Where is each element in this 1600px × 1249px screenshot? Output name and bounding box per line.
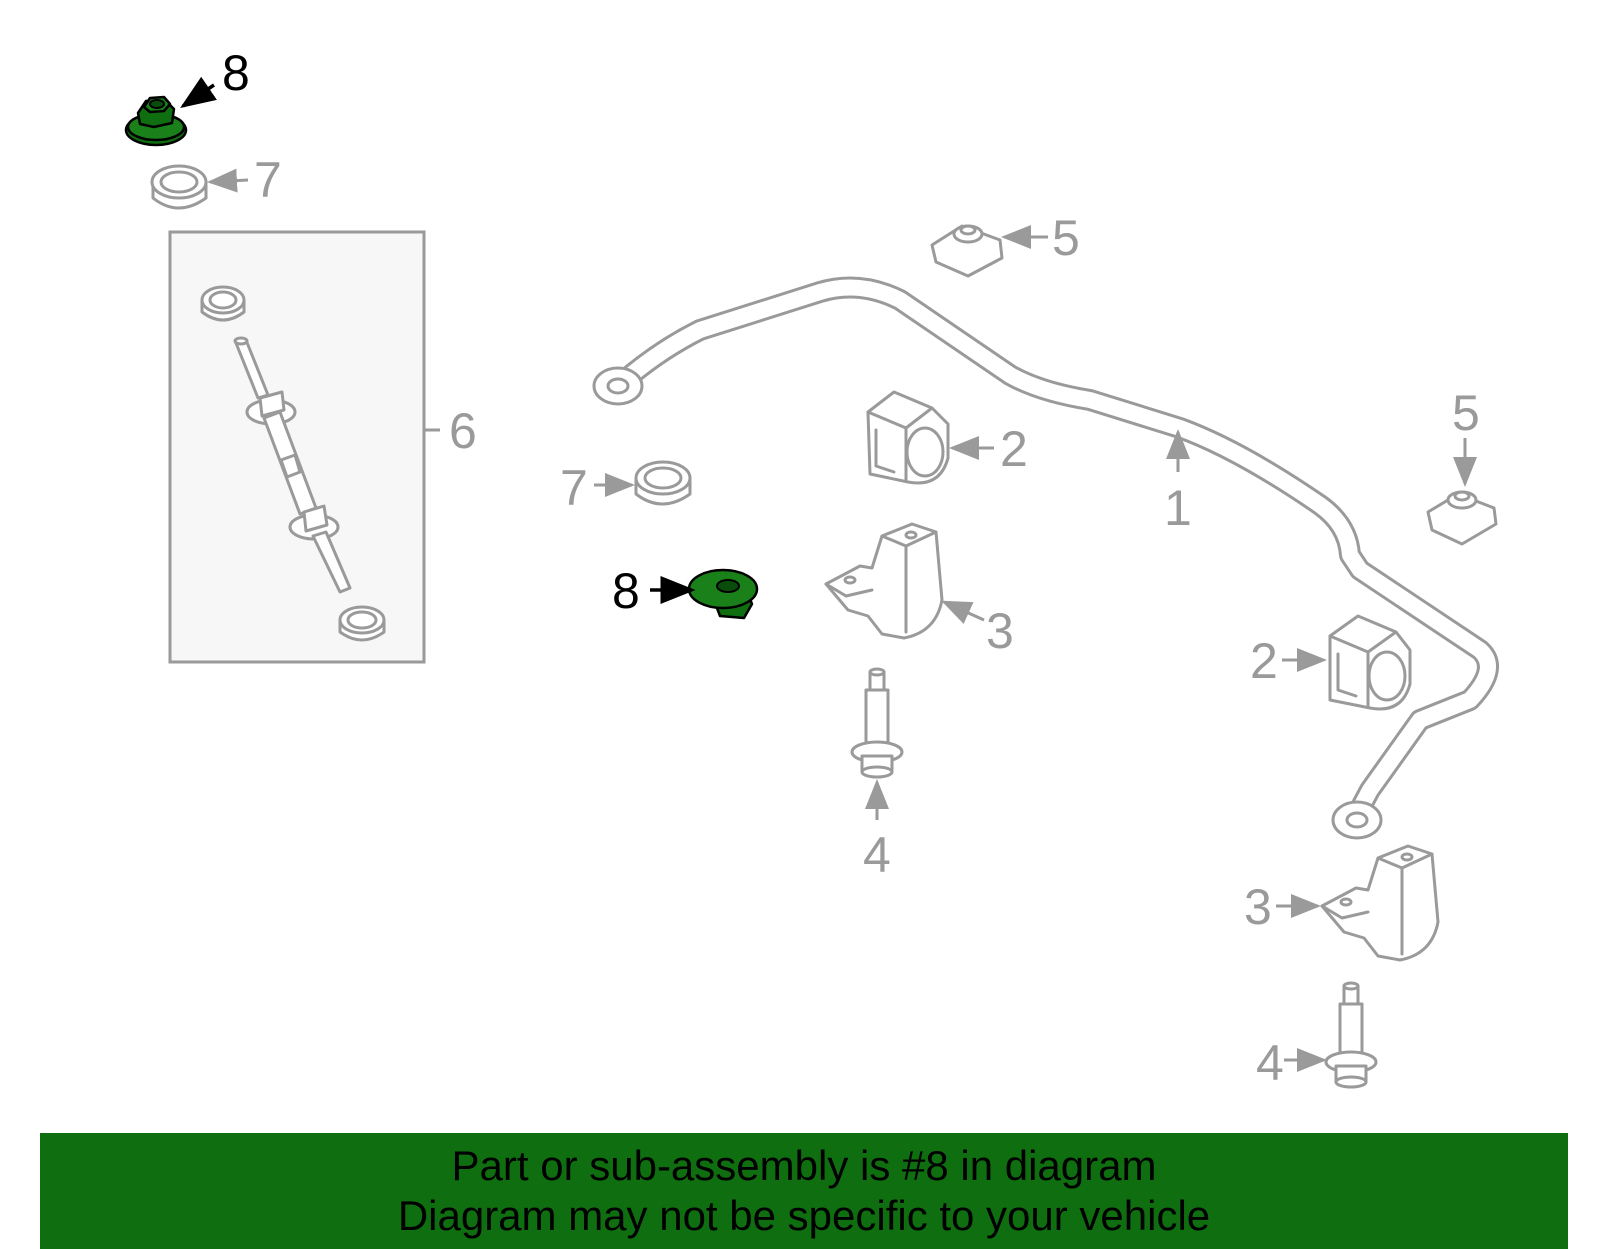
callout-3-upper: 3 xyxy=(986,603,1014,659)
callout-4-upper: 4 xyxy=(863,827,891,883)
banner-line-2: Diagram may not be specific to your vehi… xyxy=(397,1192,1211,1239)
nut-part-8-top[interactable] xyxy=(124,95,188,147)
callout-2-lower: 2 xyxy=(1250,633,1278,689)
info-banner: Part or sub-assembly is #8 in diagram Di… xyxy=(40,1133,1568,1249)
callout-7-top: 7 xyxy=(254,152,282,208)
nut-part-8-mid[interactable] xyxy=(687,568,759,620)
bracket-part-3-upper xyxy=(824,522,944,640)
clip-part-5-right xyxy=(1426,490,1498,546)
stabilizer-bar-part-1 xyxy=(592,276,1499,840)
link-assembly-part-6 xyxy=(200,285,386,642)
callout-8-mid: 8 xyxy=(612,563,640,619)
washer-part-7-top xyxy=(150,164,208,210)
bushing-part-2-lower xyxy=(1328,614,1412,711)
bushing-part-2-upper xyxy=(866,390,950,485)
banner-line-1: Part or sub-assembly is #8 in diagram xyxy=(451,1142,1157,1189)
clip-part-5-upper xyxy=(930,224,1004,278)
callout-2-upper: 2 xyxy=(1000,421,1028,477)
bracket-part-3-lower xyxy=(1320,844,1440,962)
bolt-part-4-upper xyxy=(850,667,904,779)
callout-4-lower: 4 xyxy=(1256,1035,1284,1091)
bolt-part-4-lower xyxy=(1324,981,1378,1089)
callout-3-lower: 3 xyxy=(1244,879,1272,935)
callout-5-upper: 5 xyxy=(1052,210,1080,266)
callout-1: 1 xyxy=(1164,480,1192,536)
callout-6: 6 xyxy=(449,403,477,459)
callout-8-top: 8 xyxy=(222,45,250,101)
washer-part-7-mid xyxy=(634,460,692,506)
callout-7-mid: 7 xyxy=(560,460,588,516)
callout-5-right: 5 xyxy=(1452,385,1480,441)
link-assembly-box xyxy=(168,230,426,664)
